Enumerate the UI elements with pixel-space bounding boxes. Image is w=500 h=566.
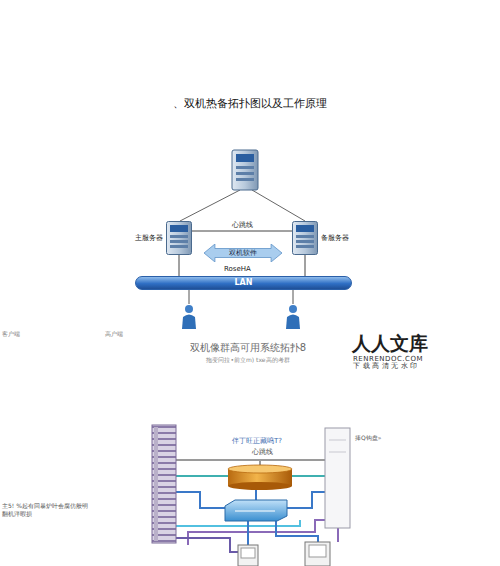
client-user-part bbox=[182, 315, 196, 330]
watermark-url: RENRENDOC.COM bbox=[353, 355, 423, 363]
top-server-links-part bbox=[252, 190, 305, 221]
top-server-links bbox=[180, 190, 305, 221]
top-server-part bbox=[232, 150, 258, 190]
lan-link bbox=[179, 255, 180, 276]
left-server-rack-part bbox=[154, 427, 158, 541]
server-panel bbox=[296, 225, 314, 232]
watermark: 人人文库 bbox=[352, 333, 428, 355]
disk-label: 捧Q钩盘» bbox=[355, 435, 381, 442]
server-node: 主服务器 bbox=[135, 221, 192, 255]
top-server-part bbox=[236, 172, 254, 175]
lower-wires-part bbox=[337, 528, 339, 542]
top-server-part bbox=[236, 178, 254, 181]
shared-disk-cylinder bbox=[228, 465, 292, 490]
client-computer-part bbox=[305, 542, 330, 566]
lan-label: LAN bbox=[235, 278, 253, 287]
lower-wires-part bbox=[176, 538, 238, 552]
right-server-rack-part bbox=[329, 440, 346, 441]
client-computer-part bbox=[309, 545, 326, 557]
right-server-rack-part bbox=[325, 428, 350, 528]
network-switch-part bbox=[225, 500, 287, 521]
client-links-part bbox=[189, 290, 190, 304]
network-switch-part bbox=[235, 510, 275, 511]
server-bay bbox=[170, 235, 188, 238]
lan-link bbox=[305, 255, 306, 276]
client-label: 高户端 bbox=[105, 331, 123, 338]
lower-wires-part bbox=[287, 492, 325, 508]
software-arrow: 双机软件 bbox=[204, 244, 282, 262]
lower-wires-part bbox=[255, 490, 257, 500]
right-server-rack-part bbox=[329, 452, 346, 453]
lower-wires-part bbox=[188, 520, 325, 545]
client-user-part bbox=[185, 305, 193, 313]
lower-wires-part bbox=[276, 520, 318, 542]
client-user bbox=[182, 305, 196, 329]
client-label: 客户端 bbox=[2, 331, 20, 338]
server-label: 备服务器 bbox=[321, 234, 349, 242]
left-server-rack bbox=[152, 425, 176, 543]
top-server-part bbox=[236, 154, 254, 162]
server-node: 备服务器 bbox=[292, 221, 349, 255]
page-title: 、双机热备拓扑图以及工作原理 bbox=[173, 98, 327, 111]
lower-wires-part bbox=[176, 475, 228, 477]
shared-disk-cylinder-part bbox=[228, 482, 292, 490]
top-server bbox=[232, 150, 258, 190]
server-bay bbox=[170, 245, 188, 248]
shared-disk-cylinder-part bbox=[228, 465, 292, 473]
server-bay bbox=[296, 240, 314, 243]
edge-label: 心跳线 bbox=[230, 221, 255, 229]
server-bay bbox=[170, 240, 188, 243]
heartbeat-question: 伴丁旺正藏呜T? bbox=[232, 437, 282, 445]
lower-wires-part bbox=[292, 475, 325, 477]
top-server-part bbox=[236, 166, 254, 169]
client-links bbox=[189, 290, 293, 304]
client-user-part bbox=[286, 315, 300, 330]
server-panel bbox=[170, 225, 188, 232]
right-server-rack bbox=[325, 428, 350, 528]
figure-subcaption: 拖变问拉•前立m) txe高的考群 bbox=[206, 357, 289, 364]
client-computer bbox=[238, 545, 258, 566]
client-user bbox=[286, 305, 300, 329]
heartbeat-label: 心跳线 bbox=[252, 449, 273, 456]
figure-caption: 双机像群高可用系统拓扑8 bbox=[190, 342, 306, 354]
left-server-rack-part bbox=[152, 425, 176, 543]
client-computer-part bbox=[241, 548, 255, 558]
client-computer-part bbox=[238, 545, 258, 566]
client-computer bbox=[305, 542, 330, 566]
watermark-note: 下载高清无水印 bbox=[353, 363, 420, 370]
lower-wires-part bbox=[176, 459, 325, 461]
top-server-links-part bbox=[180, 190, 240, 221]
lower-wires-part bbox=[176, 492, 225, 508]
server-body bbox=[293, 222, 318, 255]
side-note: 翻机泮暇损 bbox=[2, 511, 32, 518]
server-icon bbox=[292, 221, 318, 255]
server-label: 主服务器 bbox=[135, 234, 163, 242]
server-bay bbox=[296, 235, 314, 238]
lower-wires-part bbox=[247, 520, 249, 545]
side-note: 主5! %起有回暴炉叶会腐仿般明 bbox=[2, 503, 88, 510]
heartbeat-line bbox=[192, 231, 292, 232]
server-body bbox=[167, 222, 192, 255]
double-arrow-outline bbox=[204, 244, 282, 262]
network-switch bbox=[225, 500, 287, 521]
lower-wires bbox=[176, 460, 338, 552]
software-name: RoseHA bbox=[224, 265, 251, 273]
client-links-part bbox=[293, 290, 294, 304]
lan-bus: LAN bbox=[135, 276, 352, 290]
client-user-part bbox=[289, 305, 297, 313]
software-label: 双机软件 bbox=[229, 249, 257, 257]
server-bay bbox=[296, 245, 314, 248]
server-icon bbox=[166, 221, 192, 255]
